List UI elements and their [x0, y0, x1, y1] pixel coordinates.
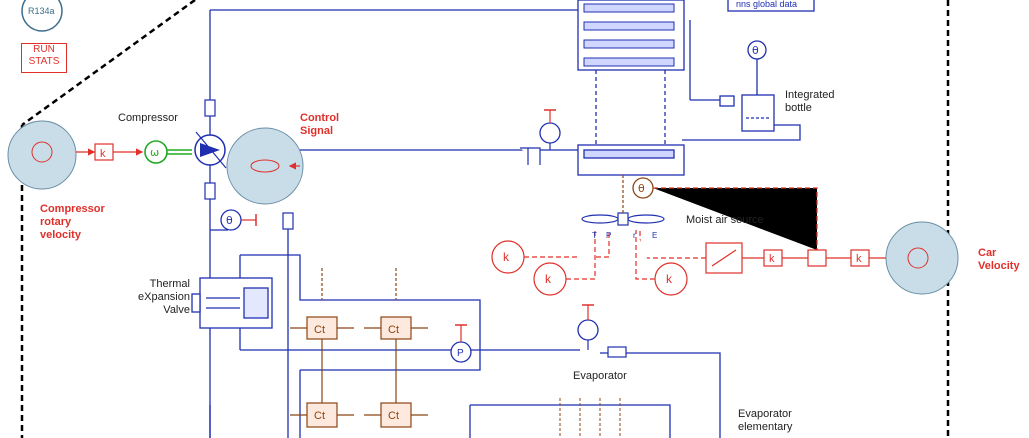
condenser-stack [577, 0, 685, 176]
gain-compressor-text: k [100, 148, 106, 160]
theta-comp-text: θ [226, 214, 233, 227]
theta-air-text: θ [638, 182, 645, 195]
evap-elementary-l2: elementary [738, 421, 793, 433]
sensor-letter-e: E [652, 231, 657, 240]
evap-elementary-label: Evaporator elementary [738, 408, 792, 434]
compressor-rotary-source[interactable] [7, 120, 77, 190]
omega-text: ω [150, 146, 159, 159]
integrated-bottle[interactable] [719, 40, 775, 132]
car-signal-chain [639, 230, 886, 274]
sensor-letter-t: T [592, 231, 597, 240]
txv-l1: Thermal [149, 278, 190, 290]
car-velocity-l2: Velocity [978, 260, 1020, 272]
global-data-text: nns global data [736, 0, 797, 9]
k2-text: k [545, 272, 552, 286]
control-signal-l1: Control [300, 112, 340, 124]
thermal-ct-blocks [290, 268, 428, 428]
compressor-rotary-l2: rotary [40, 216, 72, 228]
compressor-rotary-l1: Compressor [40, 203, 105, 215]
sensor-letter-r: r [633, 231, 636, 240]
compressor-rotary-label: Compressor rotary velocity [40, 203, 105, 242]
control-signal-l2: Signal [300, 125, 334, 137]
car-velocity-l1: Car [978, 247, 997, 259]
global-data-box[interactable] [727, 0, 815, 12]
refrigerant-badge[interactable] [21, 0, 63, 32]
k-constants [491, 230, 688, 296]
evap-elementary-l1: Evaporator [738, 408, 792, 420]
line-ports [204, 99, 627, 358]
pressure-sensor-evap[interactable] [577, 304, 599, 350]
pressure-sensor[interactable] [450, 324, 472, 363]
run-stats-button[interactable]: RUN STATS [21, 43, 67, 73]
control-signal-label: Control Signal [300, 112, 339, 138]
evaporator-elementary[interactable] [559, 398, 621, 438]
pressure-sensor-cond[interactable] [539, 109, 561, 150]
moist-air-fan[interactable] [581, 175, 665, 226]
gain-small-text: k [769, 253, 775, 265]
integrated-bottle-l2: bottle [785, 102, 812, 114]
integrated-bottle-l1: Integrated [785, 89, 835, 101]
theta-sensor-comp[interactable] [220, 209, 257, 231]
car-velocity-source[interactable] [885, 221, 959, 295]
cond-valve[interactable] [520, 147, 541, 165]
moist-air-label: Moist air source [686, 214, 764, 226]
ct-2: Ct [388, 324, 399, 336]
sensor-letter-p: P [606, 231, 611, 240]
pressure-p-text: P [457, 348, 464, 359]
ct-3: Ct [314, 410, 325, 422]
txv-block[interactable] [191, 277, 273, 329]
evaporator-label: Evaporator [573, 370, 627, 382]
compressor-rotary-l3: velocity [40, 229, 81, 241]
rotary-source-icon [31, 141, 53, 163]
control-signal-source[interactable] [226, 127, 304, 205]
compressor-label: Compressor [118, 112, 178, 124]
run-stats-line1: RUN [33, 44, 55, 55]
run-stats-line2: STATS [28, 56, 60, 67]
txv-l2: eXpansion [138, 291, 190, 303]
omega-converter[interactable] [144, 140, 168, 164]
car-velocity-label: Car Velocity [978, 247, 1020, 273]
refrigerant-text: R134a [28, 6, 55, 16]
ct-4: Ct [388, 410, 399, 422]
txv-l3: Valve [163, 304, 190, 316]
control-signal-icon [250, 159, 280, 173]
k1-text: k [503, 250, 510, 264]
car-velocity-icon [907, 247, 929, 269]
compressor-chain [76, 131, 227, 169]
theta-bottle-text: θ [752, 44, 759, 57]
integrated-bottle-label: Integrated bottle [785, 89, 835, 115]
txv-label: Thermal eXpansion Valve [124, 278, 190, 317]
k3-text: k [666, 272, 673, 286]
theta-sensor-air[interactable] [632, 177, 818, 250]
multiplier-block[interactable] [807, 249, 827, 267]
gain-car-text: k [856, 253, 862, 265]
ct-1: Ct [314, 324, 325, 336]
refrigerant-lines [209, 9, 801, 438]
